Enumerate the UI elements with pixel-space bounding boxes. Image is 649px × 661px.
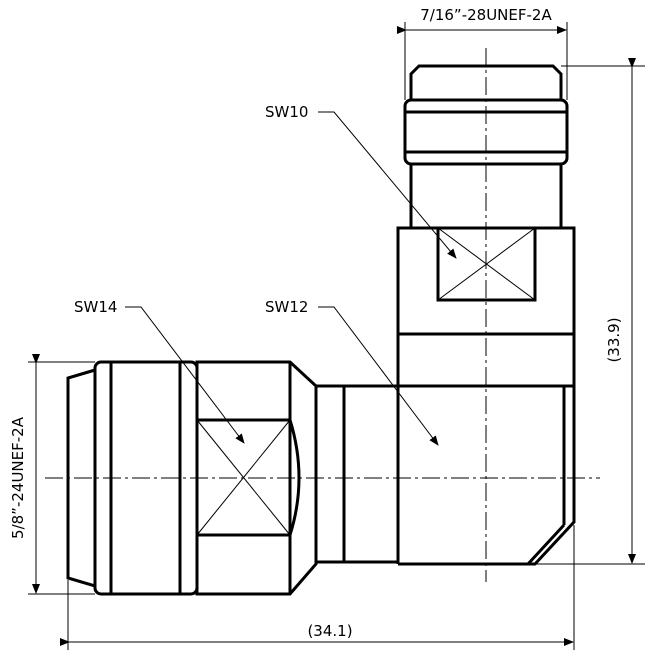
width-dimension-label: (34.1) <box>307 622 352 640</box>
sw10-label: SW10 <box>265 103 308 121</box>
sw12-leader <box>318 306 439 446</box>
sw12-label: SW12 <box>265 298 308 316</box>
dim-width <box>60 525 575 650</box>
sw10-leader <box>318 111 457 259</box>
center-lines <box>45 48 600 582</box>
elbow-body <box>314 332 576 566</box>
dim-height <box>535 58 645 565</box>
thread-left-label: 5/8”-24UNEF-2A <box>9 416 27 539</box>
height-dimension-label: (33.9) <box>605 317 623 362</box>
sw14-label: SW14 <box>74 298 117 316</box>
dim-left-thread <box>28 354 95 595</box>
thread-top-label: 7/16”-28UNEF-2A <box>420 6 552 24</box>
sw14-leader <box>125 306 245 444</box>
dim-top-thread <box>397 22 568 100</box>
